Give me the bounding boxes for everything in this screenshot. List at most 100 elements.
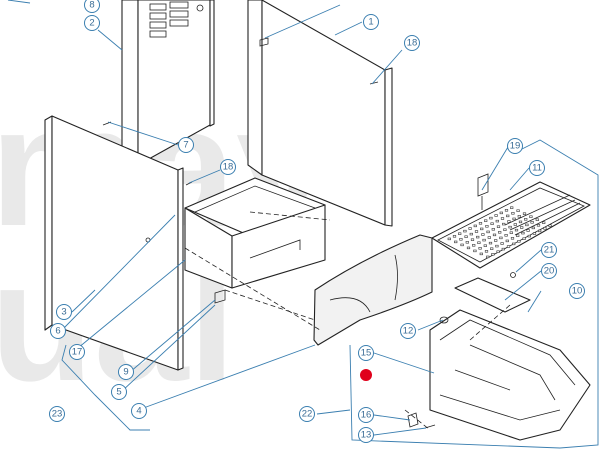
callout-2: 2 xyxy=(84,15,100,31)
grid-hole xyxy=(478,222,483,225)
grid-hole xyxy=(514,228,519,232)
grid-hole xyxy=(490,247,494,250)
grid-hole xyxy=(506,245,511,248)
grid-hole xyxy=(530,221,534,224)
callout-21-label: 21 xyxy=(544,245,555,256)
grid-hole xyxy=(484,250,489,253)
grid-plate xyxy=(431,181,591,269)
grid-hole xyxy=(487,236,491,239)
callout-7-label: 7 xyxy=(183,140,188,151)
grid-hole xyxy=(447,237,451,241)
grid-hole xyxy=(472,244,476,247)
grid-hole xyxy=(516,209,520,212)
grid-hole xyxy=(466,246,471,250)
callout-20: 20 xyxy=(541,263,557,279)
grid-hole xyxy=(474,230,479,233)
grid-hole xyxy=(521,231,525,235)
grid-hole xyxy=(518,220,523,224)
callout-5-label: 5 xyxy=(116,387,121,398)
grid-hole xyxy=(479,252,483,256)
drip-tray xyxy=(429,309,591,441)
grid-hole xyxy=(517,240,521,243)
callout-4: 4 xyxy=(131,403,147,419)
callout-1-label: 1 xyxy=(368,17,373,28)
grid-hole xyxy=(503,228,507,231)
selection-marker[interactable] xyxy=(360,369,372,381)
callout-6-label: 6 xyxy=(55,326,60,337)
left-side-panel xyxy=(44,115,184,371)
callout-8: 8 xyxy=(84,0,100,13)
callout-15: 15 xyxy=(358,345,374,361)
inner-box xyxy=(184,177,326,289)
callout-4-label: 4 xyxy=(136,406,141,417)
grid-hole xyxy=(473,224,477,228)
grid-hole xyxy=(496,250,500,253)
grid-hole xyxy=(496,225,501,228)
grid-hole xyxy=(542,221,546,224)
callout-6: 6 xyxy=(50,323,66,339)
grid-hole xyxy=(532,232,537,235)
grid-hole xyxy=(499,211,503,215)
callout-3: 3 xyxy=(56,304,72,320)
grid-hole xyxy=(468,227,472,230)
grid-hole xyxy=(494,239,498,242)
callout-16: 16 xyxy=(358,407,374,423)
grid-hole xyxy=(476,235,480,239)
grid-hole xyxy=(464,235,468,238)
grid-hole xyxy=(478,247,482,250)
callout-17: 17 xyxy=(69,344,85,360)
grid-hole xyxy=(526,229,530,232)
grid-hole xyxy=(517,215,521,218)
grid-hole xyxy=(531,226,535,230)
grid-hole xyxy=(470,238,475,241)
grid-hole xyxy=(484,219,488,222)
grid-hole xyxy=(494,214,498,217)
grid-hole xyxy=(485,225,489,228)
grid-hole xyxy=(507,220,511,223)
callout-20-label: 20 xyxy=(544,266,555,277)
callout-11: 11 xyxy=(529,160,545,176)
grid-hole xyxy=(522,237,526,240)
grid-hole xyxy=(486,230,490,234)
grid-hole xyxy=(501,247,505,251)
callout-19: 19 xyxy=(507,138,523,154)
grid-hole xyxy=(473,249,477,253)
small-parts xyxy=(102,37,516,429)
grid-hole xyxy=(483,244,487,247)
grid-hole xyxy=(548,224,552,227)
callout-18-top: 18 xyxy=(404,35,420,51)
callout-9: 9 xyxy=(118,364,134,380)
callout-17-label: 17 xyxy=(72,347,83,358)
callout-5: 5 xyxy=(111,384,127,400)
grid-hole xyxy=(459,238,463,241)
callout-12-label: 12 xyxy=(403,326,414,337)
grid-hole xyxy=(505,239,509,243)
callout-18-mid: 18 xyxy=(220,159,236,175)
vent-slots xyxy=(149,1,204,38)
grid-hole xyxy=(452,235,457,238)
grid-hole xyxy=(500,217,505,220)
grid-hole xyxy=(491,253,495,256)
grid-hole xyxy=(535,218,539,221)
grid-hole xyxy=(512,242,516,246)
callout-23-label: 23 xyxy=(52,409,63,420)
callout-22-label: 22 xyxy=(302,409,313,420)
grid-hole xyxy=(524,218,528,221)
grid-hole xyxy=(488,241,493,245)
grid-hole xyxy=(529,215,533,218)
grid-hole xyxy=(495,244,499,248)
grid-hole xyxy=(454,240,458,244)
grid-hole xyxy=(527,234,531,238)
grid-hole xyxy=(522,212,527,215)
callout-18-top-label: 18 xyxy=(407,38,418,49)
grid-hole xyxy=(495,219,499,223)
grid-hole xyxy=(512,217,516,221)
grid-hole xyxy=(509,231,513,234)
grid-hole xyxy=(486,255,490,259)
callout-9-label: 9 xyxy=(123,367,128,378)
callout-15-label: 15 xyxy=(361,348,372,359)
grid-holes xyxy=(447,206,552,259)
grid-hole xyxy=(489,216,493,220)
